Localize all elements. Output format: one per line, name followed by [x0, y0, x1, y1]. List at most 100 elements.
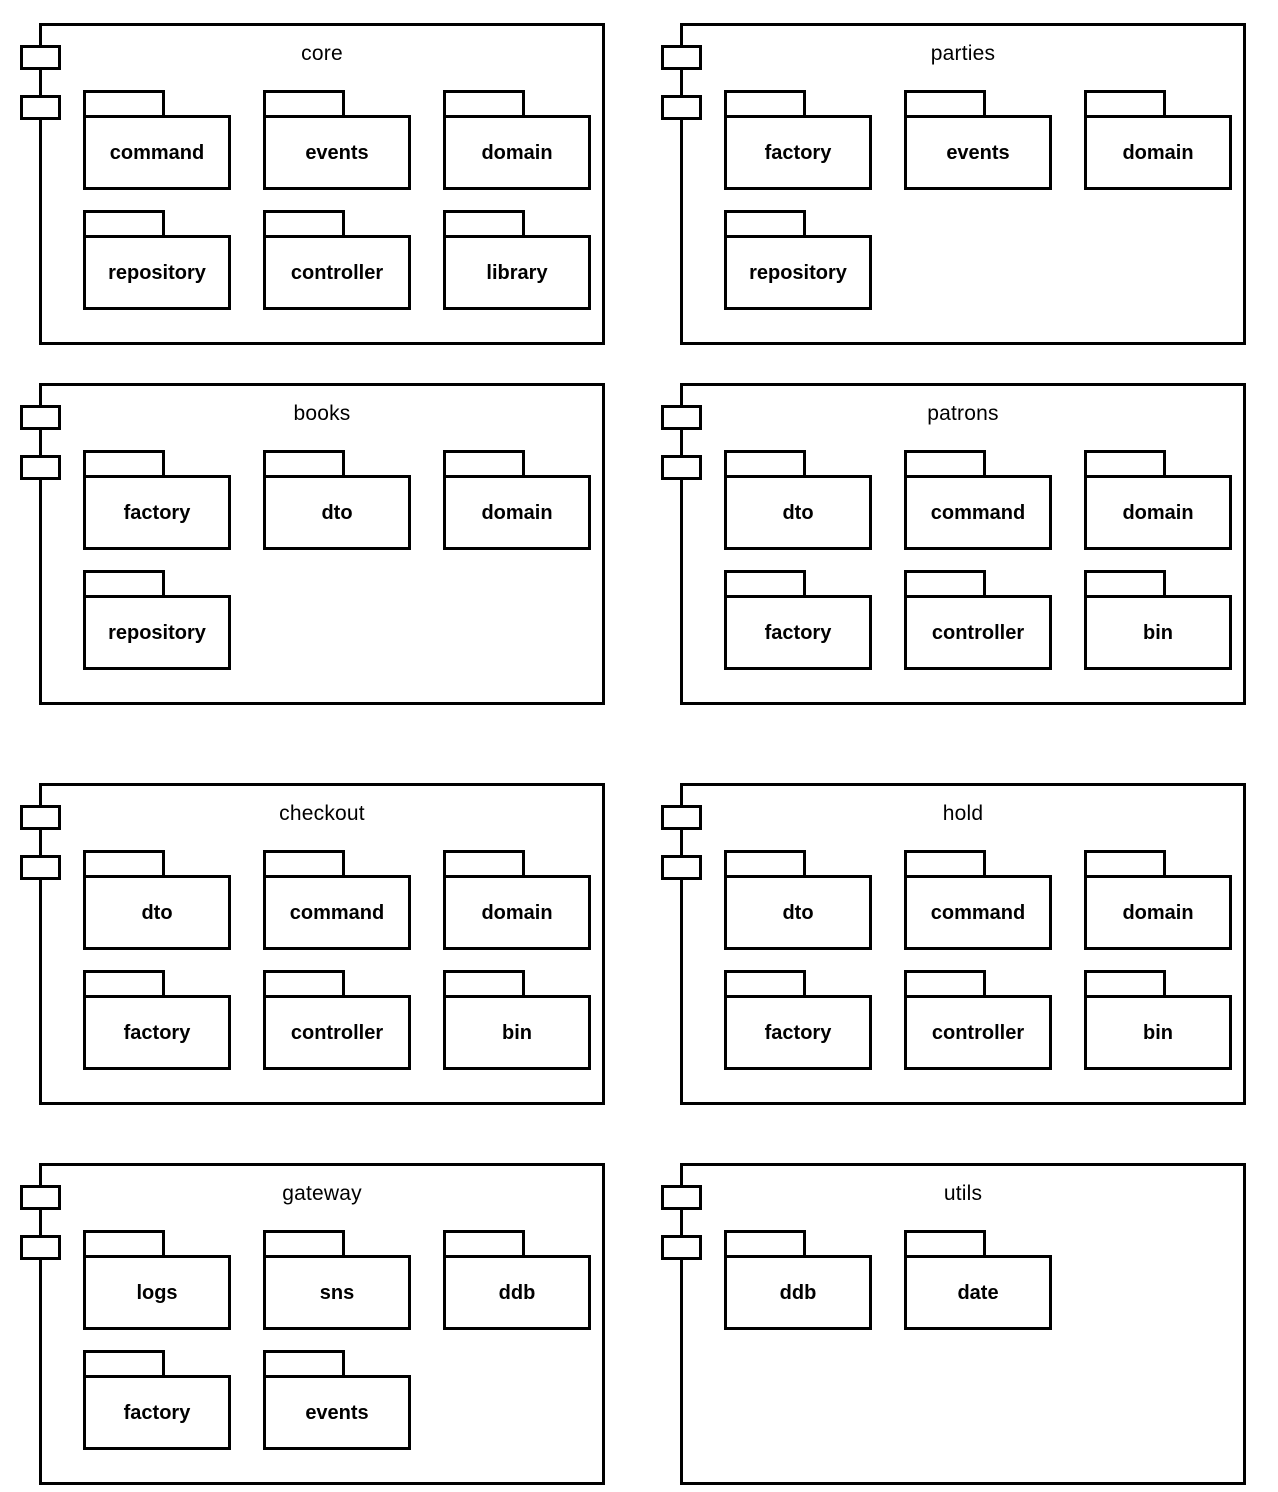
package-controller[interactable]: controller — [904, 570, 1052, 670]
component-icon-tab-bottom — [661, 95, 702, 120]
package-body: bin — [443, 995, 591, 1070]
package-events[interactable]: events — [263, 1350, 411, 1450]
package-dto[interactable]: dto — [724, 850, 872, 950]
component-icon-tab-bottom — [20, 1235, 61, 1260]
package-controller[interactable]: controller — [904, 970, 1052, 1070]
package-body: domain — [1084, 875, 1232, 950]
component-icon-connector — [39, 403, 42, 485]
package-label: controller — [931, 1021, 1025, 1044]
package-factory[interactable]: factory — [724, 90, 872, 190]
package-body: logs — [83, 1255, 231, 1330]
package-tab — [1084, 570, 1166, 598]
component-hold[interactable]: hold dto command domain factory controller bin — [661, 783, 1246, 1105]
package-dto[interactable]: dto — [83, 850, 231, 950]
component-icon-connector — [680, 403, 683, 485]
package-repository[interactable]: repository — [83, 210, 231, 310]
package-tab — [724, 570, 806, 598]
package-tab — [724, 850, 806, 878]
component-patrons[interactable]: patrons dto command domain factory controller… — [661, 383, 1246, 705]
uml-component-icon — [20, 403, 64, 485]
component-icon-tab-bottom — [661, 455, 702, 480]
package-tab — [83, 90, 165, 118]
component-icon-tab-bottom — [20, 855, 61, 880]
package-command[interactable]: command — [904, 450, 1052, 550]
package-body: library — [443, 235, 591, 310]
component-icon-connector — [680, 43, 683, 125]
component-icon-connector — [680, 1183, 683, 1265]
package-tab — [83, 850, 165, 878]
package-body: dto — [724, 875, 872, 950]
component-icon-tab-bottom — [20, 455, 61, 480]
package-tab — [904, 90, 986, 118]
package-events[interactable]: events — [263, 90, 411, 190]
package-tab — [263, 450, 345, 478]
package-tab — [83, 450, 165, 478]
package-label: repository — [108, 621, 206, 644]
package-tab — [1084, 850, 1166, 878]
package-logs[interactable]: logs — [83, 1230, 231, 1330]
package-date[interactable]: date — [904, 1230, 1052, 1330]
package-label: command — [930, 501, 1026, 524]
package-domain[interactable]: domain — [1084, 90, 1232, 190]
package-repository[interactable]: repository — [724, 210, 872, 310]
package-label: factory — [123, 1021, 191, 1044]
package-tab — [724, 1230, 806, 1258]
package-library[interactable]: library — [443, 210, 591, 310]
package-tab — [904, 570, 986, 598]
package-label: factory — [123, 1401, 191, 1424]
component-title: patrons — [927, 402, 999, 425]
package-label: factory — [764, 141, 832, 164]
package-dto[interactable]: dto — [263, 450, 411, 550]
component-checkout[interactable]: checkout dto command domain factory controlle… — [20, 783, 605, 1105]
package-dto[interactable]: dto — [724, 450, 872, 550]
package-repository[interactable]: repository — [83, 570, 231, 670]
component-icon-tab-bottom — [661, 855, 702, 880]
package-events[interactable]: events — [904, 90, 1052, 190]
package-command[interactable]: command — [263, 850, 411, 950]
package-body: factory — [724, 115, 872, 190]
package-label: controller — [290, 1021, 384, 1044]
package-body: factory — [83, 475, 231, 550]
package-factory[interactable]: factory — [724, 970, 872, 1070]
package-sns[interactable]: sns — [263, 1230, 411, 1330]
package-bin[interactable]: bin — [1084, 570, 1232, 670]
package-tab — [83, 210, 165, 238]
component-title: checkout — [279, 802, 365, 825]
package-command[interactable]: command — [83, 90, 231, 190]
package-body: factory — [724, 595, 872, 670]
package-factory[interactable]: factory — [724, 570, 872, 670]
package-bin[interactable]: bin — [1084, 970, 1232, 1070]
package-controller[interactable]: controller — [263, 970, 411, 1070]
package-tab — [83, 1350, 165, 1378]
package-factory[interactable]: factory — [83, 970, 231, 1070]
package-controller[interactable]: controller — [263, 210, 411, 310]
package-bin[interactable]: bin — [443, 970, 591, 1070]
package-ddb[interactable]: ddb — [724, 1230, 872, 1330]
package-body: domain — [1084, 115, 1232, 190]
package-domain[interactable]: domain — [443, 90, 591, 190]
package-tab — [263, 970, 345, 998]
package-domain[interactable]: domain — [1084, 450, 1232, 550]
component-title: hold — [942, 802, 984, 825]
package-label: bin — [502, 1021, 532, 1044]
component-icon-tab-bottom — [661, 1235, 702, 1260]
package-factory[interactable]: factory — [83, 450, 231, 550]
package-domain[interactable]: domain — [443, 850, 591, 950]
package-factory[interactable]: factory — [83, 1350, 231, 1450]
package-tab — [904, 450, 986, 478]
package-domain[interactable]: domain — [1084, 850, 1232, 950]
package-tab — [443, 970, 525, 998]
component-icon-tab-top — [20, 405, 61, 430]
package-command[interactable]: command — [904, 850, 1052, 950]
package-tab — [724, 90, 806, 118]
package-tab — [904, 970, 986, 998]
package-domain[interactable]: domain — [443, 450, 591, 550]
package-ddb[interactable]: ddb — [443, 1230, 591, 1330]
uml-component-icon — [661, 403, 705, 485]
package-label: controller — [931, 621, 1025, 644]
